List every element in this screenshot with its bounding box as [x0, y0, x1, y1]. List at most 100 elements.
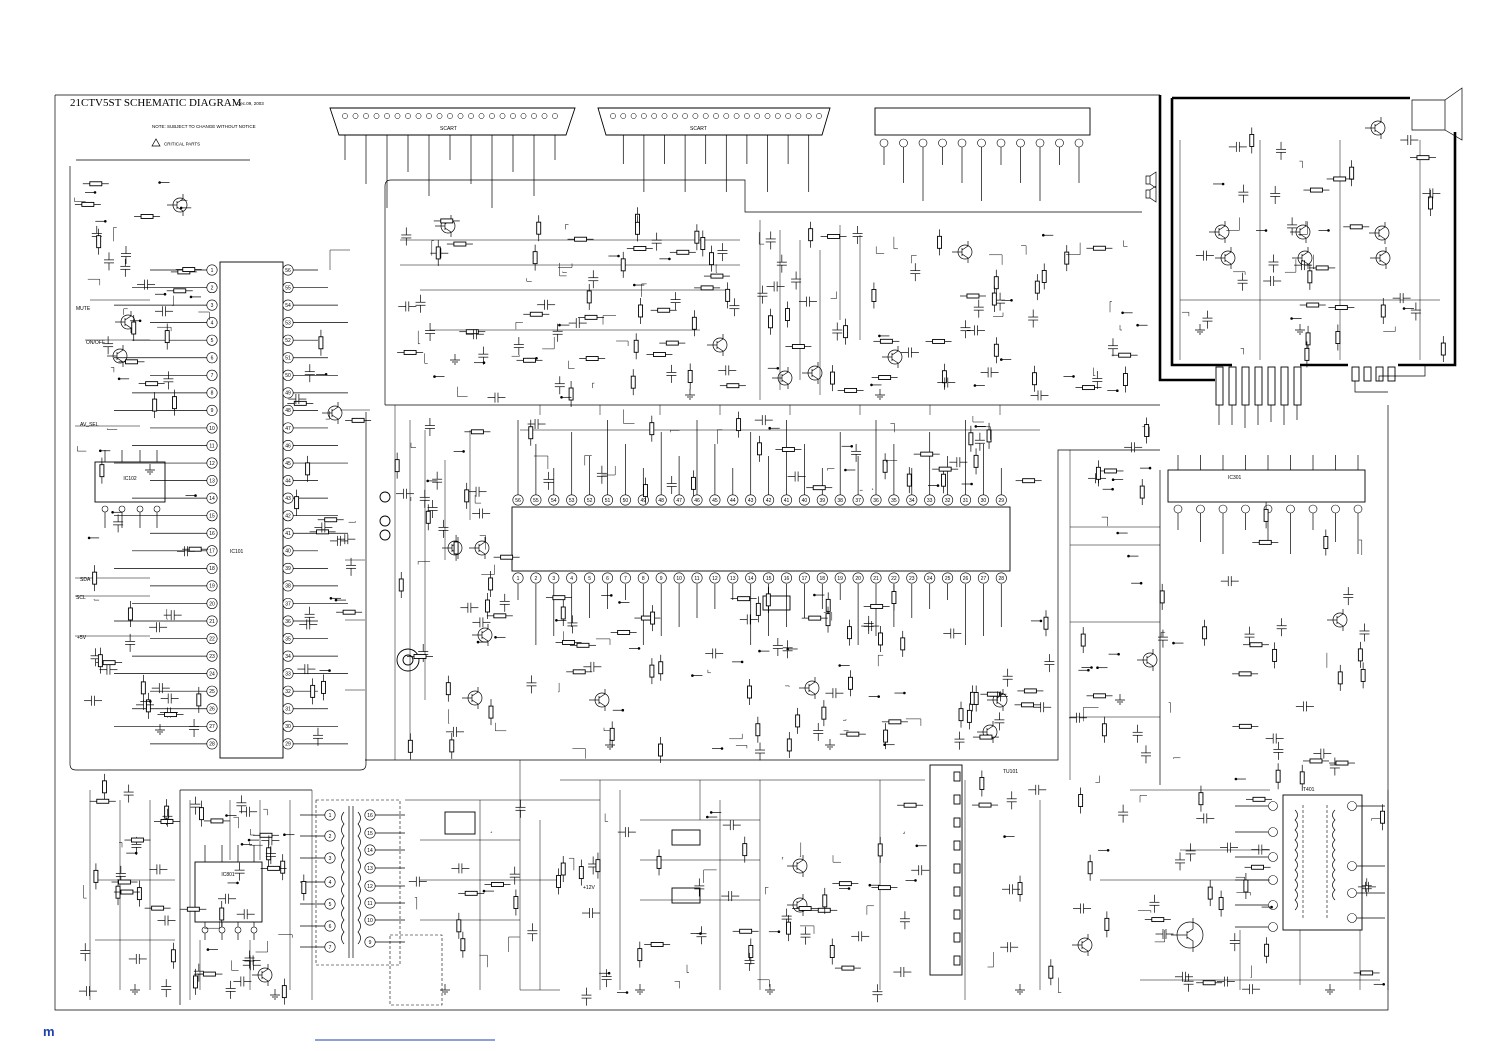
junction-dot — [709, 811, 713, 814]
wire-run — [520, 405, 1040, 431]
resistor — [846, 731, 860, 737]
transformer-pin-number: 4 — [329, 880, 332, 886]
wire — [263, 808, 268, 816]
power-region-outline — [179, 789, 312, 1005]
ic101-pin — [282, 597, 294, 609]
transistor-collector — [598, 689, 606, 699]
transformer-pin-number: 3 — [329, 856, 332, 862]
resistor — [1334, 305, 1348, 311]
junction-dot — [334, 598, 338, 602]
ic201-pin — [637, 572, 649, 584]
ic101-pin — [206, 703, 218, 715]
transformer-pin — [364, 862, 376, 874]
resistor — [979, 734, 993, 740]
wire — [198, 311, 210, 320]
scart-1-pin — [436, 113, 443, 119]
wire-run — [394, 405, 471, 760]
power-transformer-core — [348, 806, 354, 958]
scart-1-pin — [510, 113, 516, 119]
scart-2-pin — [795, 113, 802, 119]
ic101-pin-number: 51 — [285, 356, 291, 362]
crt-board-connector — [1215, 366, 1396, 406]
ic201-pin — [924, 572, 936, 584]
flyback-pin — [1347, 801, 1357, 811]
ground-symbol — [450, 354, 460, 365]
wire — [1066, 242, 1081, 255]
resistor — [1082, 385, 1095, 391]
resistor — [838, 881, 852, 887]
resistor — [755, 602, 761, 616]
scart-1-pin — [552, 113, 558, 119]
junction-dot — [878, 334, 881, 338]
resistor — [1360, 970, 1374, 976]
ic201-pin — [619, 494, 631, 506]
ic201-pin-number: 43 — [748, 498, 754, 504]
ic101-pin — [282, 545, 294, 557]
ic201-pin — [584, 494, 596, 506]
ic101-pin-number: 49 — [285, 391, 291, 397]
ic201-pin-number: 37 — [855, 498, 861, 504]
ic101-pin — [206, 422, 218, 434]
ic201-pin-number: 7 — [624, 576, 627, 582]
ic201-pin-number: 41 — [784, 498, 790, 504]
ic201-pin — [834, 572, 846, 584]
ic101-pin-number: 15 — [209, 514, 215, 520]
ic201-pin-number: 35 — [891, 498, 897, 504]
ic201-pin — [566, 572, 578, 584]
junction-dot — [607, 971, 611, 975]
wire — [495, 722, 507, 732]
resistor — [973, 692, 979, 705]
ic101-pin-number: 50 — [285, 373, 291, 379]
ic201-pin — [548, 572, 560, 584]
wire — [1083, 707, 1099, 722]
ic201-pin — [959, 572, 971, 584]
transistor-collector — [1146, 649, 1154, 659]
ic201-pin-number: 9 — [660, 576, 663, 582]
resistor — [173, 288, 187, 294]
wire-run — [400, 239, 740, 331]
resistor — [827, 234, 841, 239]
scart-2-pin — [774, 113, 781, 119]
ic201-pin — [977, 572, 989, 584]
ic201-pin — [942, 494, 954, 506]
resistor — [96, 798, 110, 804]
ic201-pin-number: 51 — [605, 498, 611, 504]
resistor — [676, 249, 690, 255]
resistor — [305, 462, 311, 476]
resistor — [407, 739, 413, 753]
wire-run — [1140, 930, 1380, 990]
transistor-collector — [124, 311, 132, 321]
wire — [785, 685, 790, 687]
wire — [119, 842, 123, 848]
resistor — [1416, 155, 1430, 161]
resistor — [739, 928, 753, 934]
transistor-emitter — [1186, 936, 1194, 952]
wire — [781, 857, 784, 860]
ic201-pin-number: 18 — [820, 576, 826, 582]
resistor — [825, 613, 831, 627]
scart-1-pin — [457, 113, 464, 119]
resistor — [808, 228, 814, 242]
ic101-pin — [282, 510, 294, 522]
ic101-pin-number: 5 — [211, 338, 214, 344]
resistor — [99, 464, 105, 478]
resistor — [1202, 626, 1208, 640]
net-mute: MUTE — [76, 306, 91, 312]
wire — [474, 495, 482, 504]
junction-dot — [179, 206, 183, 210]
wire — [674, 981, 680, 989]
transformer-pin — [364, 827, 376, 839]
resistor — [584, 314, 598, 320]
resistor — [1323, 536, 1329, 549]
resistor — [1144, 424, 1150, 437]
ic201-pin-number: 45 — [712, 498, 718, 504]
regulator-block — [444, 811, 476, 835]
transformer-pin — [324, 876, 336, 888]
ic101-pin-number: 44 — [285, 478, 291, 484]
resistor — [560, 862, 566, 876]
ic201-pin — [673, 494, 685, 506]
resistor — [1440, 342, 1446, 356]
av-connector-pin — [996, 138, 1006, 148]
resistor — [991, 292, 997, 306]
resistor — [979, 777, 985, 790]
